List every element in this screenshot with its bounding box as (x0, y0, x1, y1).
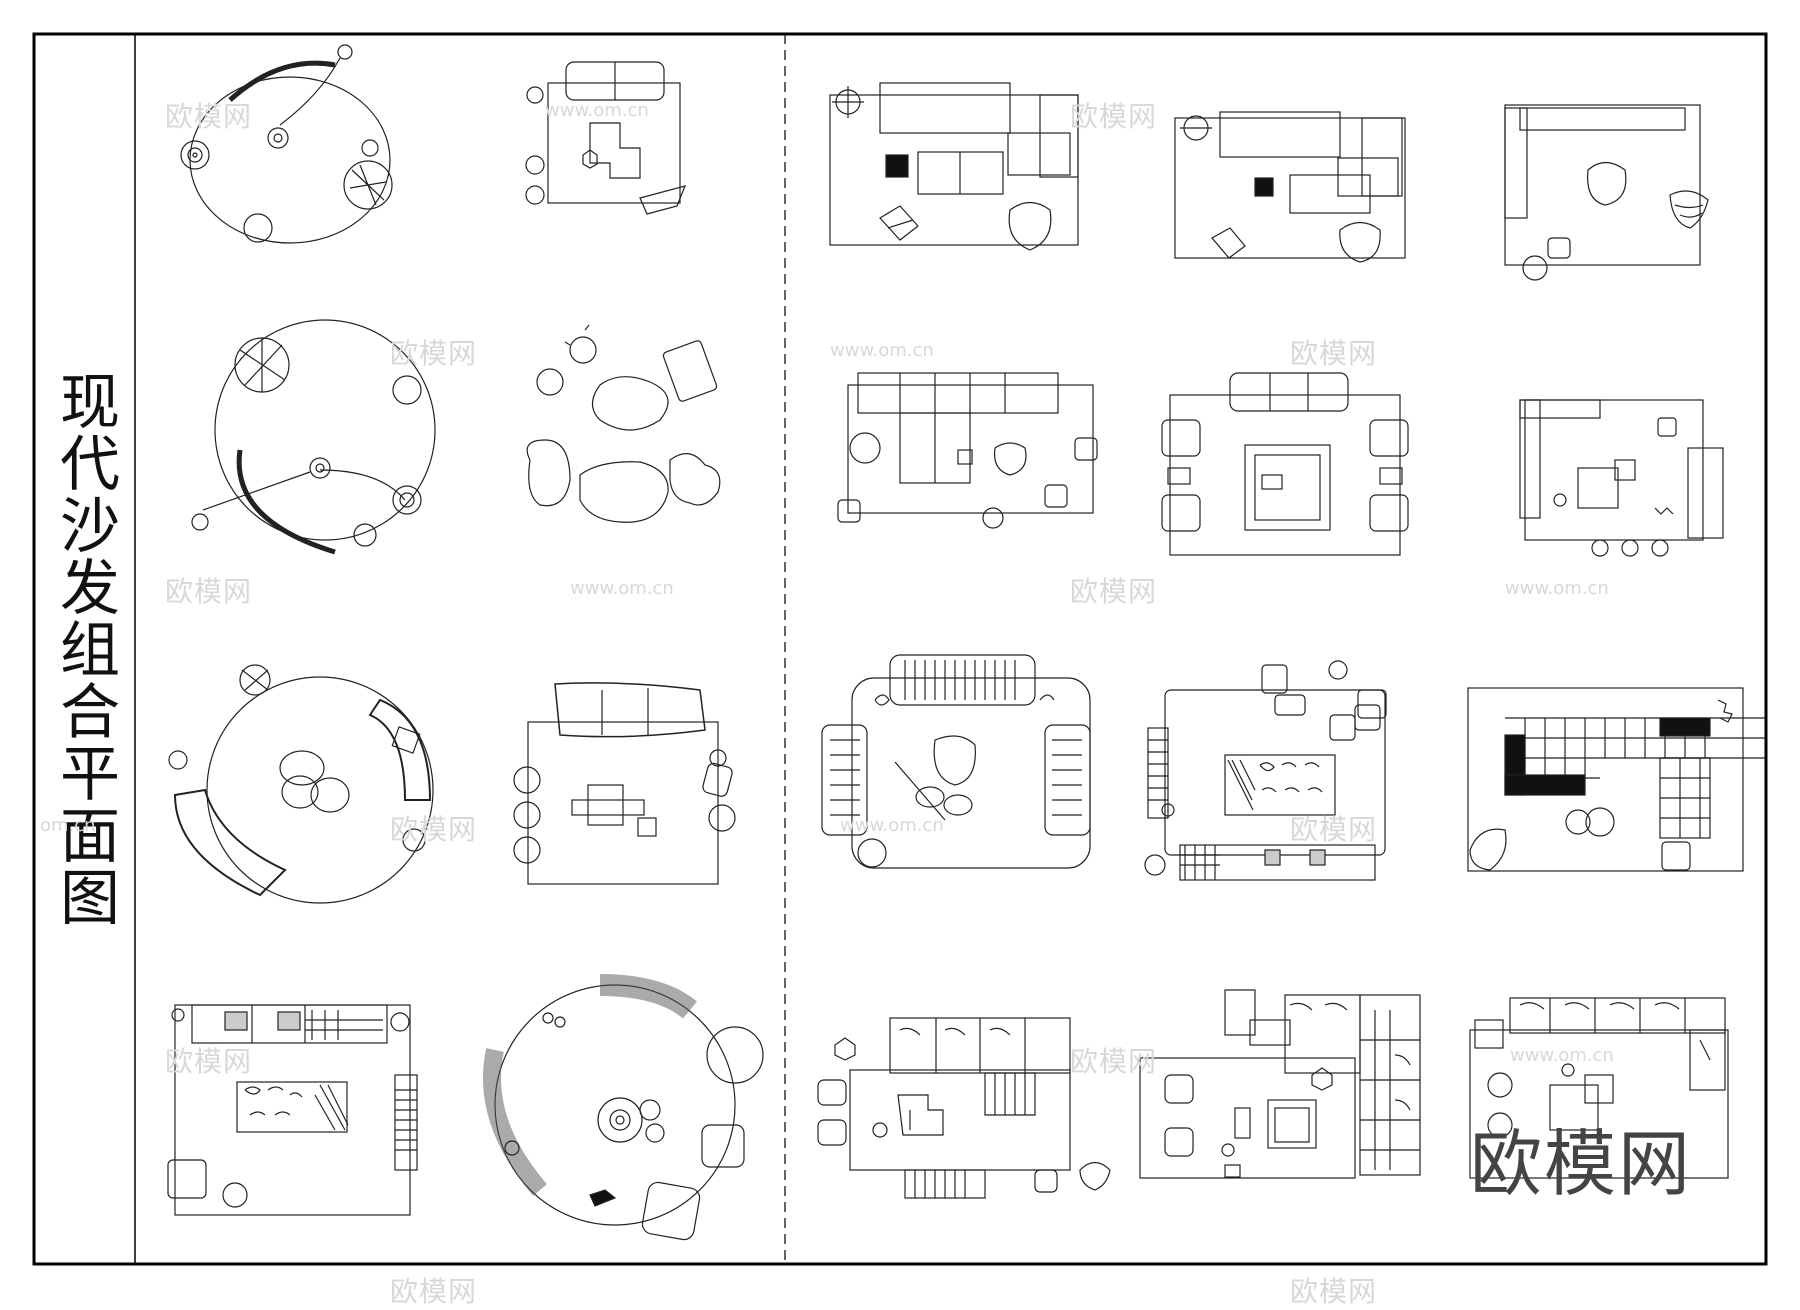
brand-logo-text: 欧模网 (1470, 1122, 1693, 1206)
sofa-group-10-l-sectional-b (1174, 111, 1406, 263)
sofa-group-13-symmetric-armchairs (1161, 372, 1409, 556)
title-column: 现代沙发组合平面图 (34, 34, 135, 1264)
sofa-group-1-curved-oval (180, 44, 393, 244)
sofa-group-3-circle-arc (191, 319, 436, 555)
page-title: 现代沙发组合平面图 (49, 370, 120, 928)
sofa-group-9-l-sectional (829, 82, 1079, 251)
sofa-group-14-room-layout (1519, 399, 1724, 557)
sofa-group-4-organic (526, 324, 721, 523)
sofa-group-7-modular-pattern (167, 1004, 418, 1216)
sofa-group-15-tufted-sofas (821, 654, 1091, 869)
sofa-group-8-curved-modular (483, 974, 764, 1241)
sofa-group-2-rect-lounge (525, 61, 687, 215)
outer-frame (32, 32, 1768, 1266)
sofa-group-12-long-modular (837, 372, 1098, 529)
sofa-group-16-patterned-rug (1144, 660, 1387, 881)
sofa-group-11-corner-sofa (1504, 104, 1709, 281)
sofa-group-5-round-curved (168, 664, 434, 904)
sofa-group-20-corner-modular (1469, 997, 1729, 1179)
sofa-group-17-grid-sectional (1467, 687, 1765, 872)
sofa-group-18-long-sectional-rug (817, 1017, 1111, 1199)
sofa-group-6-straight-sofa (513, 682, 736, 885)
sofa-group-19-c-shaped-sofa (1139, 989, 1421, 1179)
